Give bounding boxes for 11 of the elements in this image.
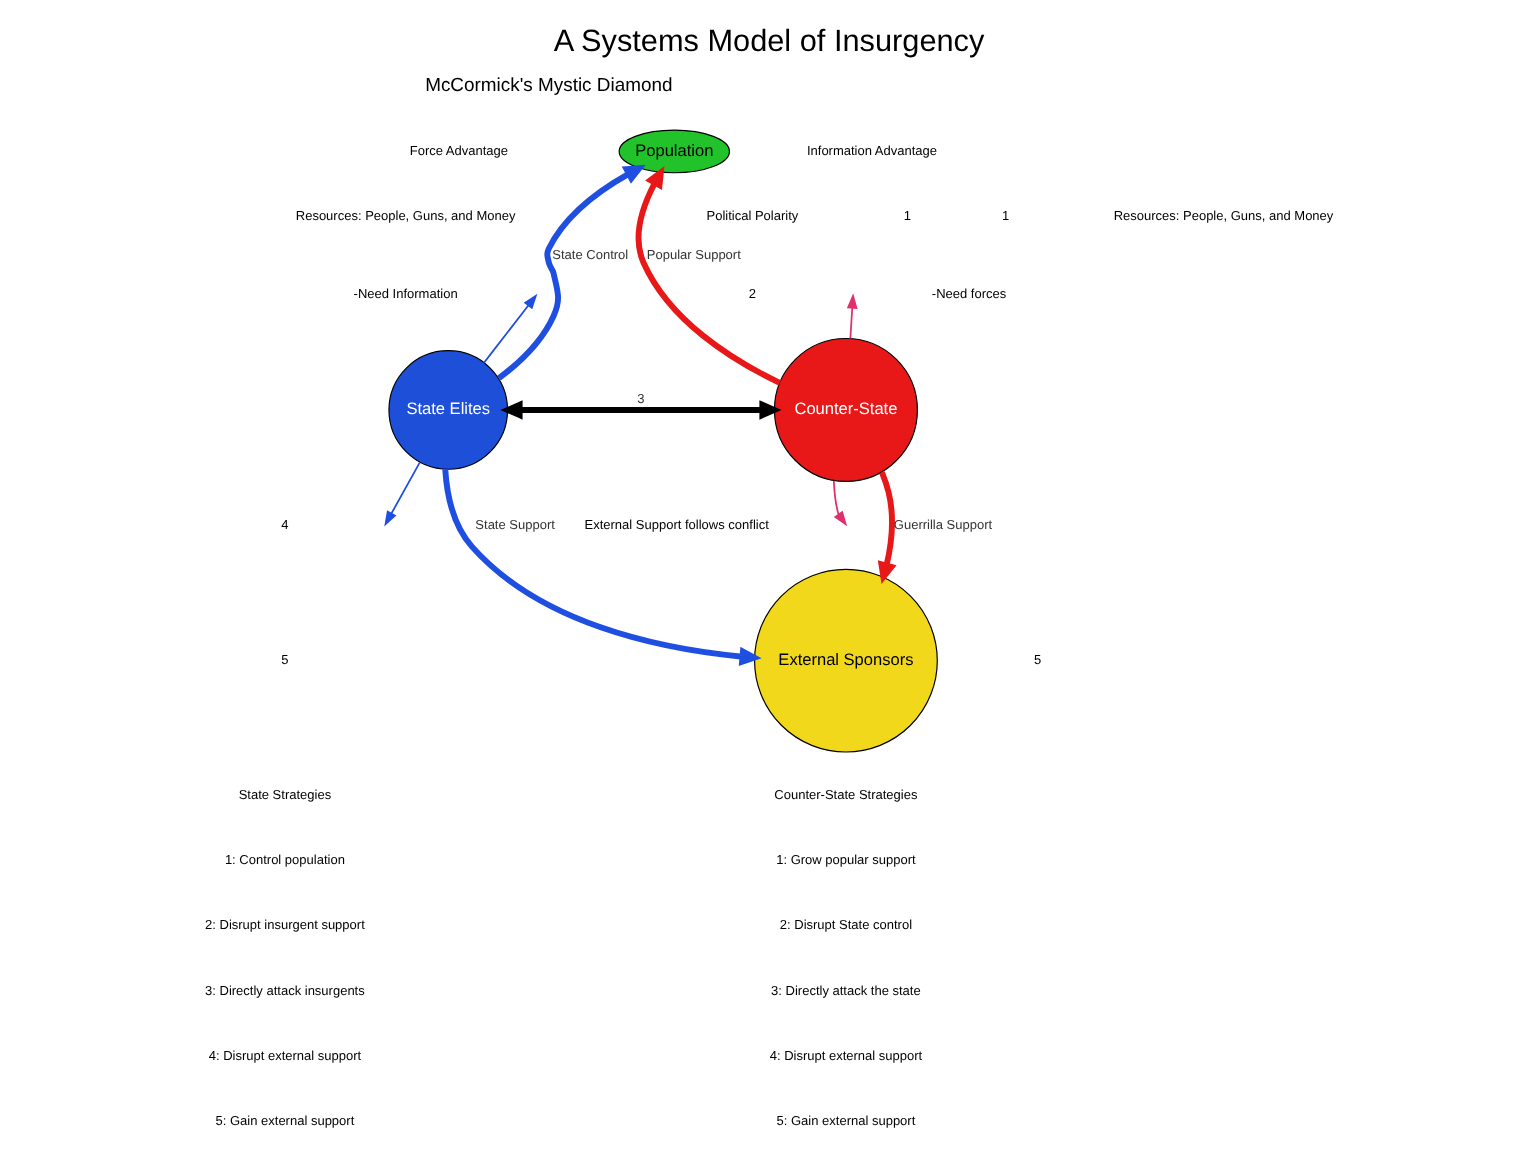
arrow: [442, 469, 762, 667]
arrow: [500, 400, 782, 420]
diagram-title: A Systems Model of Insurgency: [553, 24, 985, 59]
arrow: [832, 479, 848, 527]
arrow: [384, 461, 421, 527]
arrow: [877, 471, 897, 585]
arrow: [483, 293, 538, 364]
arrow: [635, 165, 781, 386]
label: McCormick's Mystic Diamond: [425, 74, 673, 97]
arrow: [846, 293, 858, 340]
arrow: [497, 164, 646, 381]
